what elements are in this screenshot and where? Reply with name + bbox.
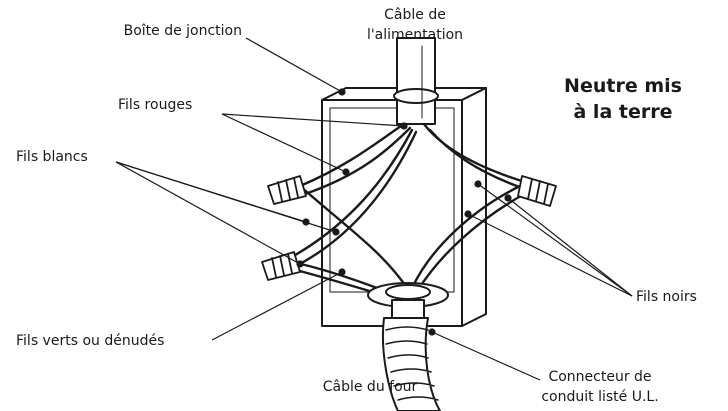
leader-conduit-connector [428,328,541,381]
wire-nut-left-lower [261,251,301,281]
title-line-1: Neutre mis [564,75,682,97]
label-supply-cable-1: Câble de [384,7,446,23]
leader-junction-box [245,37,346,96]
leader-red-wires [221,113,408,176]
supply-cable [393,37,439,125]
wire-nut-right [517,175,557,207]
wire-nut-left-upper [267,175,307,205]
label-green-bare-wires: Fils verts ou dénudés [16,333,165,349]
label-black-wires: Fils noirs [636,289,697,305]
label-white-wires: Fils blancs [16,149,88,165]
conduit-connector [367,282,449,319]
label-connector-2: conduit listé U.L. [541,389,659,405]
label-connector-1: Connecteur de [548,369,652,385]
title-line-2: à la terre [573,101,673,123]
leader-white-wires [115,161,340,268]
label-supply-cable-2: l'alimentation [366,27,464,43]
leader-black-wires [464,180,633,297]
label-junction-box: Boîte de jonction [123,23,242,39]
label-oven-cable: Câble du four [322,379,418,395]
wires [288,122,530,302]
oven-cable [381,317,441,411]
label-red-wires: Fils rouges [118,97,193,113]
leader-green-bare-wires [211,268,346,341]
